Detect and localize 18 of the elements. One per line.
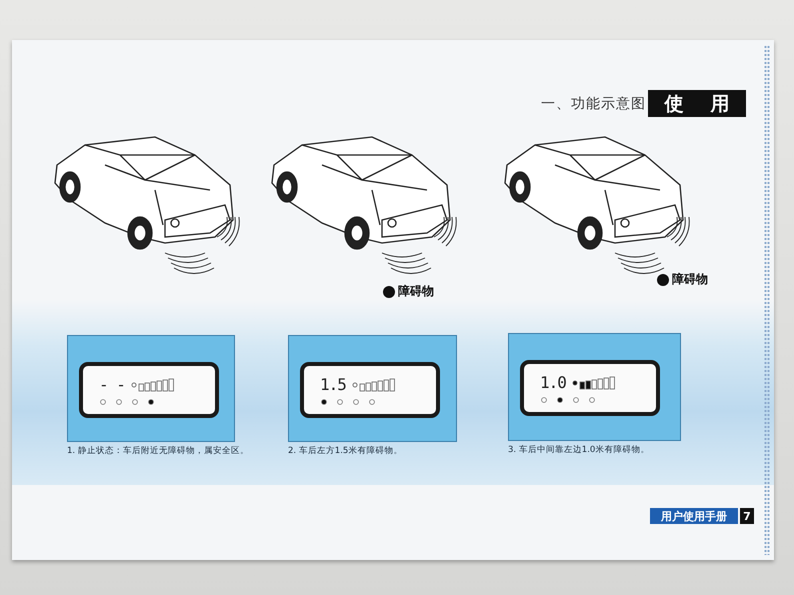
section-heading: 使 用 bbox=[648, 90, 746, 117]
footer-tab: 用户使用手册 bbox=[650, 508, 738, 524]
lcd-screen bbox=[520, 360, 660, 416]
display-panel bbox=[288, 335, 457, 442]
distance-reading: 1.5 bbox=[320, 375, 346, 394]
lcd-screen bbox=[300, 362, 440, 418]
node-label: 2. 车后左方1.5米有障碍物。 bbox=[288, 445, 402, 457]
node-label: 3. 车后中间靠左边1.0米有障碍物。 bbox=[508, 444, 650, 456]
display-panel bbox=[67, 335, 235, 442]
obstacle-label: 障碍物 bbox=[398, 283, 434, 300]
page-number: 7 bbox=[740, 508, 754, 524]
node-label: 1. 静止状态：车后附近无障碍物，属安全区。 bbox=[67, 445, 249, 457]
distance-reading: 1.0 bbox=[540, 373, 566, 392]
section-title: 一、功能示意图 bbox=[540, 95, 646, 113]
display-panel bbox=[508, 333, 681, 441]
obstacle-label: 障碍物 bbox=[672, 271, 708, 288]
lcd-screen bbox=[79, 362, 219, 418]
distance-reading: - - bbox=[99, 375, 125, 394]
